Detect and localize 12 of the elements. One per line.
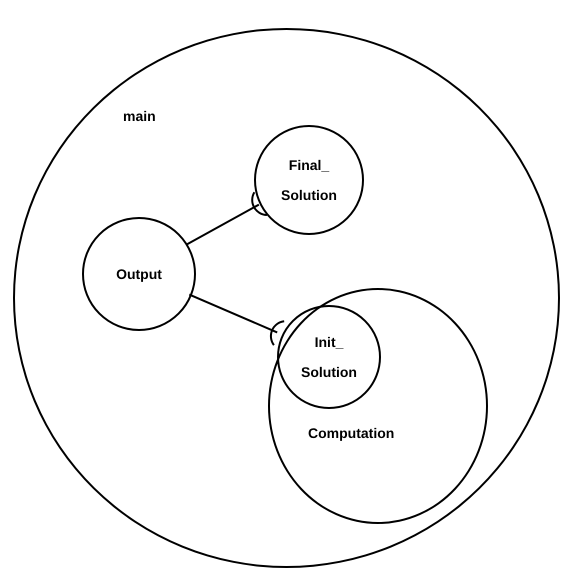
component-name: main <box>123 108 156 124</box>
component-circle <box>268 288 488 524</box>
socket-connector <box>188 294 286 346</box>
component-name: Final_ Solution <box>280 156 338 205</box>
component-circle <box>277 305 381 409</box>
socket-connector <box>186 191 268 246</box>
component-name: Init_ Solution <box>300 333 358 382</box>
component-circle <box>13 28 560 568</box>
component-name: Computation <box>308 425 394 441</box>
component-name: Output <box>115 265 163 284</box>
component-circle <box>82 217 196 331</box>
component-circle <box>254 125 364 235</box>
